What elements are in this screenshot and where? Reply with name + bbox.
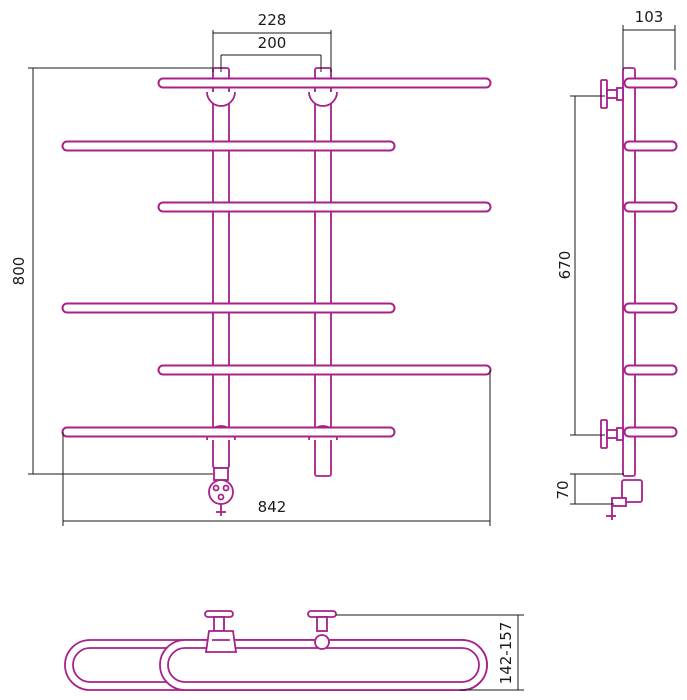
left-upright: [212, 67, 230, 469]
dim-side-depth: 103: [635, 8, 664, 26]
dim-top-inner: 200: [258, 34, 287, 52]
bottom-view: [64, 610, 488, 691]
mount-rosette-top-left: [206, 91, 236, 107]
wall-bracket-lower: [600, 419, 624, 449]
side-view: [600, 67, 678, 520]
loop-front: [159, 639, 488, 691]
wall-bracket-icon: [600, 79, 624, 109]
dim-bottom-depth: 142-157: [497, 622, 515, 685]
dim-side-mount: 670: [556, 251, 574, 280]
side-dimensions: 103 670 70: [554, 8, 676, 505]
bottom-dimensions: 142-157: [336, 614, 524, 691]
dim-height: 800: [10, 257, 28, 286]
right-upright: [314, 67, 332, 477]
bottom-heater: [204, 610, 238, 653]
dim-side-heater: 70: [554, 480, 572, 499]
front-view: [61, 67, 492, 516]
heating-element-icon: [208, 467, 234, 516]
front-dimensions: 228 200 800 842: [10, 11, 491, 526]
bottom-support-right: [307, 610, 337, 650]
mount-rosette-top-right: [308, 91, 338, 107]
side-heater: [606, 479, 643, 520]
dim-width: 842: [258, 498, 287, 516]
dim-top-outer: 228: [258, 11, 287, 29]
